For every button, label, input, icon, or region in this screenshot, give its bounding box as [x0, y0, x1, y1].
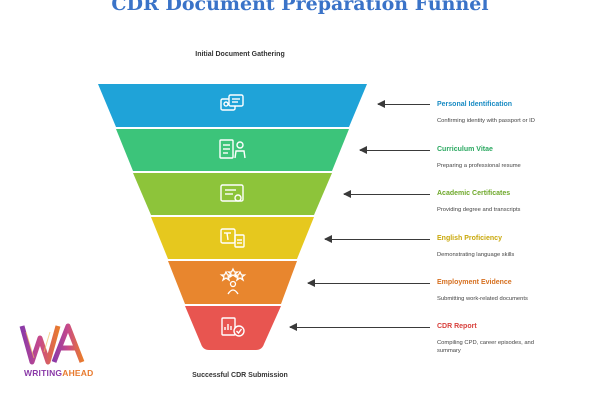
step-desc-personal-identification: Confirming identity with passport or ID [437, 118, 535, 124]
report-icon [221, 317, 245, 337]
certificate-icon [220, 184, 244, 202]
writing-ahead-logo [19, 323, 85, 365]
arrow-cdr-report [289, 323, 430, 331]
language-icon [220, 228, 245, 248]
step-title-employment-evidence: Employment Evidence [437, 279, 512, 286]
funnel-layer-employment-evidence [168, 261, 297, 304]
step-desc-employment-evidence: Submitting work-related documents [437, 296, 528, 302]
funnel-layer-cdr-report [185, 306, 281, 350]
funnel-layer-english-proficiency [151, 217, 314, 259]
arrow-personal-identification [377, 100, 430, 108]
arrow-academic-certificates [343, 190, 430, 198]
step-title-cdr-report: CDR Report [437, 323, 477, 330]
step-title-curriculum-vitae: Curriculum Vitae [437, 146, 493, 153]
logo-text-prefix: WRITING [24, 368, 63, 378]
step-desc-cdr-report: Compiling CPD, career episodes, and summ… [437, 340, 534, 354]
arrow-english-proficiency [324, 235, 430, 243]
logo-text-suffix: AHEAD [62, 368, 94, 378]
step-desc-english-proficiency: Demonstrating language skills [437, 252, 515, 258]
team-award-icon [219, 267, 247, 295]
step-title-personal-identification: Personal Identification [437, 101, 513, 108]
writing-ahead-logo-text: WRITINGAHEAD [24, 368, 93, 378]
id-card-icon [220, 94, 244, 111]
funnel-bottom-label: Successful CDR Submission [192, 372, 288, 379]
step-title-english-proficiency: English Proficiency [437, 235, 502, 242]
funnel-top-label: Initial Document Gathering [195, 51, 285, 58]
page-title: CDR Document Preparation Funnel [111, 0, 489, 15]
step-desc-curriculum-vitae: Preparing a professional resume [437, 163, 521, 169]
step-title-academic-certificates: Academic Certificates [437, 190, 511, 197]
arrow-curriculum-vitae [359, 146, 430, 154]
step-desc-academic-certificates: Providing degree and transcripts [437, 207, 521, 213]
arrow-employment-evidence [307, 279, 430, 287]
resume-icon [219, 139, 246, 159]
